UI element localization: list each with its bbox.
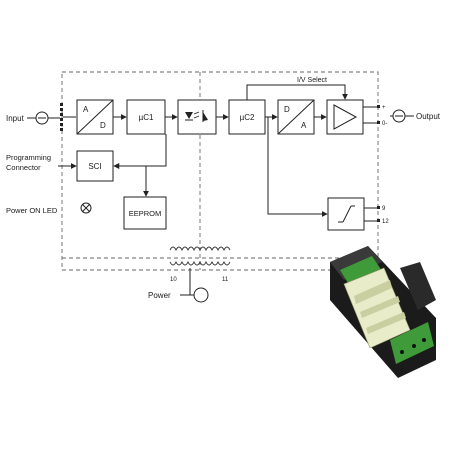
uc2-label: µC2 [240,113,255,122]
input-terminals [60,103,63,131]
uc1-to-sci-line [113,134,167,169]
input-connector-icon [35,111,49,125]
input-label: Input [6,114,25,123]
led-cross-icon [80,202,92,214]
module-label-stripe-3 [366,312,406,334]
optocoupler-icon [185,110,208,122]
eeprom-block: EEPROM [123,196,167,230]
dac-block: D A [277,99,315,135]
uc1-label: µC1 [139,113,154,122]
adc-block: A D [76,99,114,135]
uc1-block: µC1 [126,99,166,135]
terminal-screw-2 [412,344,416,348]
power-connector-icon [193,287,209,303]
optocoupler-block [177,99,217,135]
relay-terminal-b [377,219,380,222]
uc2-to-relay-line [267,117,328,217]
iv-select-line [246,84,348,100]
adc-bottom-label: D [100,121,106,130]
eeprom-label: EEPROM [129,209,162,218]
terminal-screw-1 [400,350,404,354]
uc2-block: µC2 [228,99,266,135]
power-pin-a: 10 [170,277,177,283]
amplifier-block [326,99,364,135]
power-on-led-label: Power ON LED [6,206,58,215]
power-label: Power [148,291,171,300]
adc-top-label: A [83,105,89,114]
output-connector-icon [392,109,406,123]
relay-block [327,197,365,231]
iv-select-label: I/V Select [297,77,327,84]
sci-block: SCI [76,150,114,182]
relay-pin-a: 9 [382,206,386,212]
module-label-stripe-2 [360,296,400,318]
relay-pin-b: 12 [382,219,389,225]
output-terminal-plus [377,105,380,108]
power-wire [189,268,194,296]
programming-connector-label-1: Programming [6,153,51,162]
din-rail-module-photo [330,246,436,378]
module-side-rib [400,262,436,310]
sci-label: SCI [88,162,101,171]
housing-boundary [61,71,379,271]
programming-connector-label-2: Connector [6,163,41,172]
output-label: Output [416,112,441,121]
output-pin-minus: 0- [382,121,387,127]
relay-terminal-a [377,206,380,209]
power-pin-b: 11 [222,277,229,283]
dac-top-label: D [284,105,290,114]
module-label-stripe-1 [354,280,392,304]
output-pin-plus: + [382,105,386,111]
terminal-screw-3 [422,338,426,342]
dac-bottom-label: A [301,121,307,130]
amplifier-triangle-icon [333,104,358,130]
transformer-icon [169,246,231,266]
output-terminal-minus [377,121,380,124]
relay-switch-icon [338,205,355,223]
